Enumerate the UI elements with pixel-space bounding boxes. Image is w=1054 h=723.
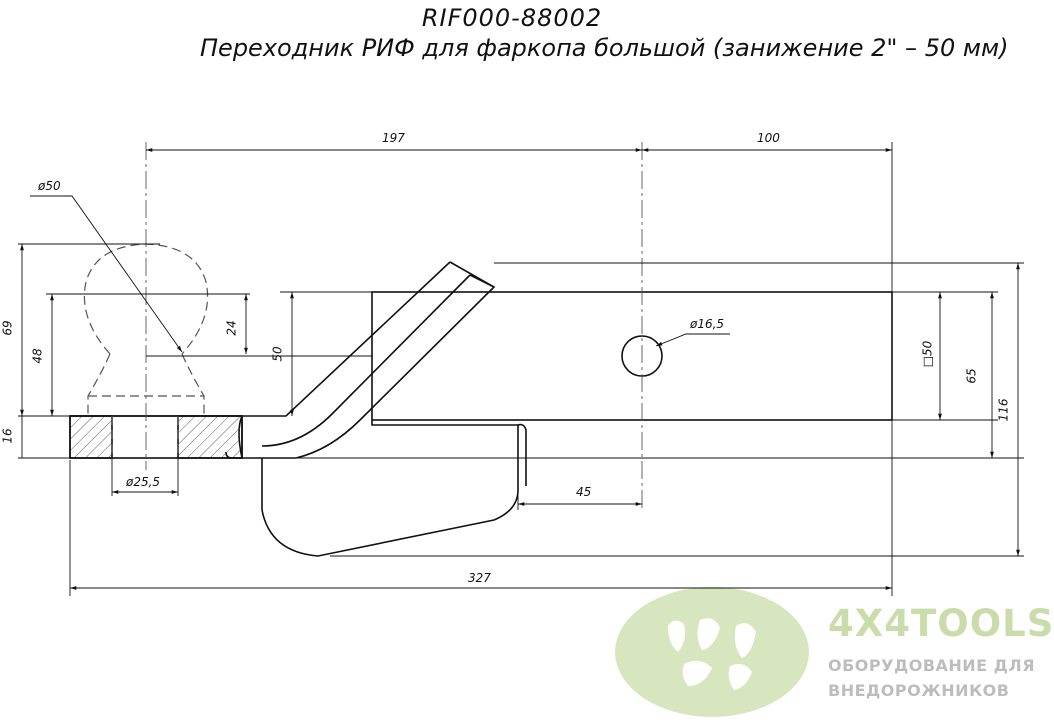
dimension-45: 45 xyxy=(576,485,592,499)
dimension-hole-diameter: ø16,5 xyxy=(690,317,725,331)
dimension-ball-diameter: ø50 xyxy=(38,179,61,193)
dimension-65: 65 xyxy=(964,368,979,384)
dimension-197: 197 xyxy=(382,131,405,145)
drawing-sheet: RIF000-88002 Переходник РИФ для фаркопа … xyxy=(0,4,1054,717)
dimension-16: 16 xyxy=(0,428,15,444)
dimension-50: 50 xyxy=(270,346,285,362)
centre-lines xyxy=(145,142,643,510)
dimension-lines xyxy=(20,148,1020,590)
dimension-shank-diameter: ø25,5 xyxy=(126,475,161,489)
dimension-116: 116 xyxy=(996,398,1011,422)
part-outline xyxy=(69,261,893,557)
dimension-100: 100 xyxy=(757,131,780,145)
dimension-square-50: □50 xyxy=(920,340,935,368)
logo-brand: 4X4TOOLS xyxy=(828,602,1054,645)
part-number: RIF000-88002 xyxy=(421,4,603,32)
drawing-title: Переходник РИФ для фаркопа большой (зани… xyxy=(200,34,1009,62)
dimension-69: 69 xyxy=(0,320,15,336)
dimension-48: 48 xyxy=(30,348,45,364)
dimension-327: 327 xyxy=(468,571,491,585)
extension-lines xyxy=(18,142,1024,596)
technical-drawing xyxy=(18,142,1024,717)
flange-section-left xyxy=(70,417,112,457)
flange-section-right xyxy=(178,417,240,457)
logo-emblem xyxy=(615,587,809,717)
dimension-24: 24 xyxy=(224,320,239,336)
logo-tagline-1: ОБОРУДОВАНИЕ ДЛЯ xyxy=(828,656,1036,675)
logo-tagline-2: ВНЕДОРОЖНИКОВ xyxy=(828,681,1010,700)
